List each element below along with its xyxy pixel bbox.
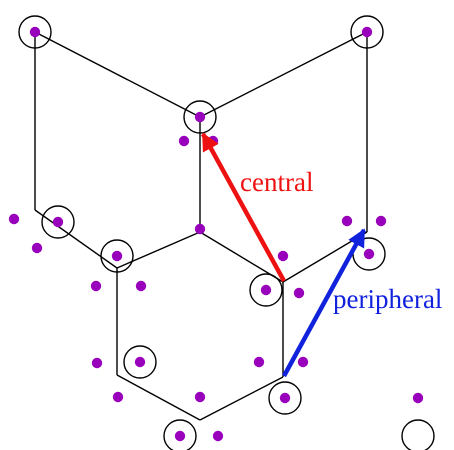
- lattice-dot: [212, 430, 224, 442]
- lattice-dot: [31, 242, 43, 254]
- lattice-edge: [116, 231, 201, 269]
- lattice-dot: [297, 356, 309, 368]
- lattice-dot: [375, 215, 387, 227]
- site-circle: [163, 419, 197, 450]
- lattice-dot: [341, 215, 353, 227]
- lattice-dot: [361, 26, 373, 38]
- site-circle: [100, 239, 134, 273]
- lattice-dot: [412, 392, 424, 404]
- lattice-dot: [194, 111, 206, 123]
- lattice-edge: [282, 231, 368, 283]
- site-circle: [401, 419, 435, 450]
- peripheral-label: peripheral: [333, 284, 443, 314]
- lattice-dot: [194, 391, 206, 403]
- lattice-dot: [91, 357, 103, 369]
- lattice-dot: [279, 392, 291, 404]
- lattice-edge: [199, 31, 368, 118]
- site-circle: [18, 15, 52, 49]
- central-label: central: [240, 167, 314, 197]
- lattice-dot: [52, 216, 64, 228]
- lattice-edge: [34, 209, 118, 269]
- site-circle: [350, 15, 384, 49]
- lattice-edge: [199, 376, 284, 421]
- lattice-dot: [29, 26, 41, 38]
- lattice-edge: [116, 374, 201, 421]
- lattice-dot: [112, 391, 124, 403]
- lattice-dot: [134, 356, 146, 368]
- lattice-dot: [8, 213, 20, 225]
- site-circle: [123, 345, 157, 379]
- lattice-dot: [363, 248, 375, 260]
- site-circle: [268, 381, 302, 415]
- lattice-dot: [174, 430, 186, 442]
- lattice-dot: [90, 280, 102, 292]
- lattice-dot: [253, 356, 265, 368]
- central-arrow: [201, 132, 286, 283]
- lattice-edge: [34, 31, 201, 118]
- lattice-dot: [293, 287, 305, 299]
- site-circle: [41, 205, 75, 239]
- lattice-dot: [111, 250, 123, 262]
- lattice-dot: [260, 284, 272, 296]
- lattice-dot: [277, 250, 289, 262]
- site-circle: [249, 273, 283, 307]
- lattice-dot: [135, 280, 147, 292]
- lattice-dot: [178, 135, 190, 147]
- peripheral-arrow: [282, 228, 366, 378]
- lattice-dot: [194, 223, 206, 235]
- site-circle: [183, 100, 217, 134]
